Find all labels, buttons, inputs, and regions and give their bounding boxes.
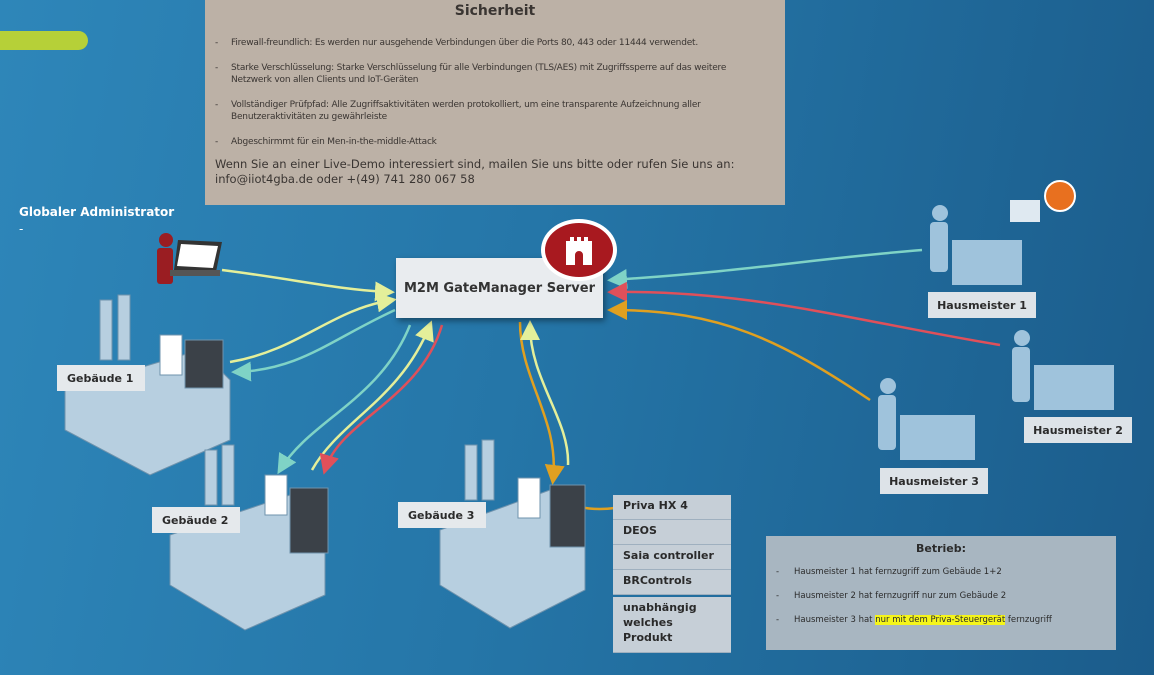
arrow-building1 <box>229 292 397 364</box>
operation-item: Hausmeister 3 hat nur mit dem Priva-Steu… <box>776 615 1106 625</box>
building-2-label: Gebäude 2 <box>152 507 240 533</box>
arrow-building2-c <box>319 324 444 475</box>
accent-pill <box>0 31 88 50</box>
security-panel: Sicherheit Firewall-freundlich: Es werde… <box>205 0 785 205</box>
caretaker-3-label: Hausmeister 3 <box>880 468 988 494</box>
building-3-label: Gebäude 3 <box>398 502 486 528</box>
product-item: DEOS <box>613 520 731 545</box>
arrow-building2-b <box>310 320 434 471</box>
arrow-hm1 <box>607 248 923 289</box>
arrow-building3-b <box>520 320 570 466</box>
arrow-hm2 <box>607 281 1001 347</box>
arrow-building3-a <box>518 321 565 485</box>
operation-item: Hausmeister 1 hat fernzugriff zum Gebäud… <box>776 567 1106 577</box>
caretaker-1-figure <box>930 200 1040 285</box>
factory-building-3 <box>439 439 586 629</box>
security-item: Vollständiger Prüfpfad: Alle Zugriffsakt… <box>215 99 775 123</box>
caretaker-2-figure <box>1012 330 1114 410</box>
product-item: Saia controller <box>613 545 731 570</box>
contact-line: Wenn Sie an einer Live-Demo interessiert… <box>215 157 735 171</box>
security-item: Firewall-freundlich: Es werden nur ausge… <box>215 37 775 49</box>
highlighted-text: nur mit dem Priva-Steuergerät <box>875 615 1006 625</box>
security-title: Sicherheit <box>454 3 536 19</box>
caretaker-3-figure <box>878 378 975 460</box>
product-item: BRControls <box>613 570 731 595</box>
security-item: Starke Verschlüsselung: Starke Verschlüs… <box>215 62 775 86</box>
operation-item-text: fernzugriff <box>1005 615 1052 625</box>
factory-building-2 <box>169 444 329 631</box>
operation-panel: Betrieb: Hausmeister 1 hat fernzugriff z… <box>766 536 1116 650</box>
building-1-label: Gebäude 1 <box>57 365 145 391</box>
operation-item-text: Hausmeister 3 hat <box>794 615 876 625</box>
operation-title: Betrieb: <box>915 542 967 555</box>
arrow-admin <box>221 268 395 302</box>
product-item: Priva HX 4 <box>613 495 731 520</box>
product-item: unabhängig welches Produkt <box>613 597 731 653</box>
operation-item: Hausmeister 2 hat fernzugriff nur zum Ge… <box>776 591 1106 601</box>
arrow-building1-return <box>231 308 396 382</box>
arrow-building2-a <box>277 324 412 475</box>
admin-figure <box>157 233 222 284</box>
admin-sublabel: - <box>19 222 24 236</box>
user-settings-icon <box>1044 180 1076 212</box>
arrow-hm3 <box>607 300 871 402</box>
castle-logo-icon <box>541 219 617 281</box>
security-item: Abgeschirmmt für ein Men-in-the-middle-A… <box>215 136 775 148</box>
product-list: Priva HX 4 DEOS Saia controller BRContro… <box>613 495 731 653</box>
caretaker-1-label: Hausmeister 1 <box>928 292 1036 318</box>
admin-label: Globaler Administrator <box>19 205 175 219</box>
caretaker-2-label: Hausmeister 2 <box>1024 417 1132 443</box>
contact-info[interactable]: info@iiot4gba.de oder +(49) 741 280 067 … <box>215 172 475 186</box>
